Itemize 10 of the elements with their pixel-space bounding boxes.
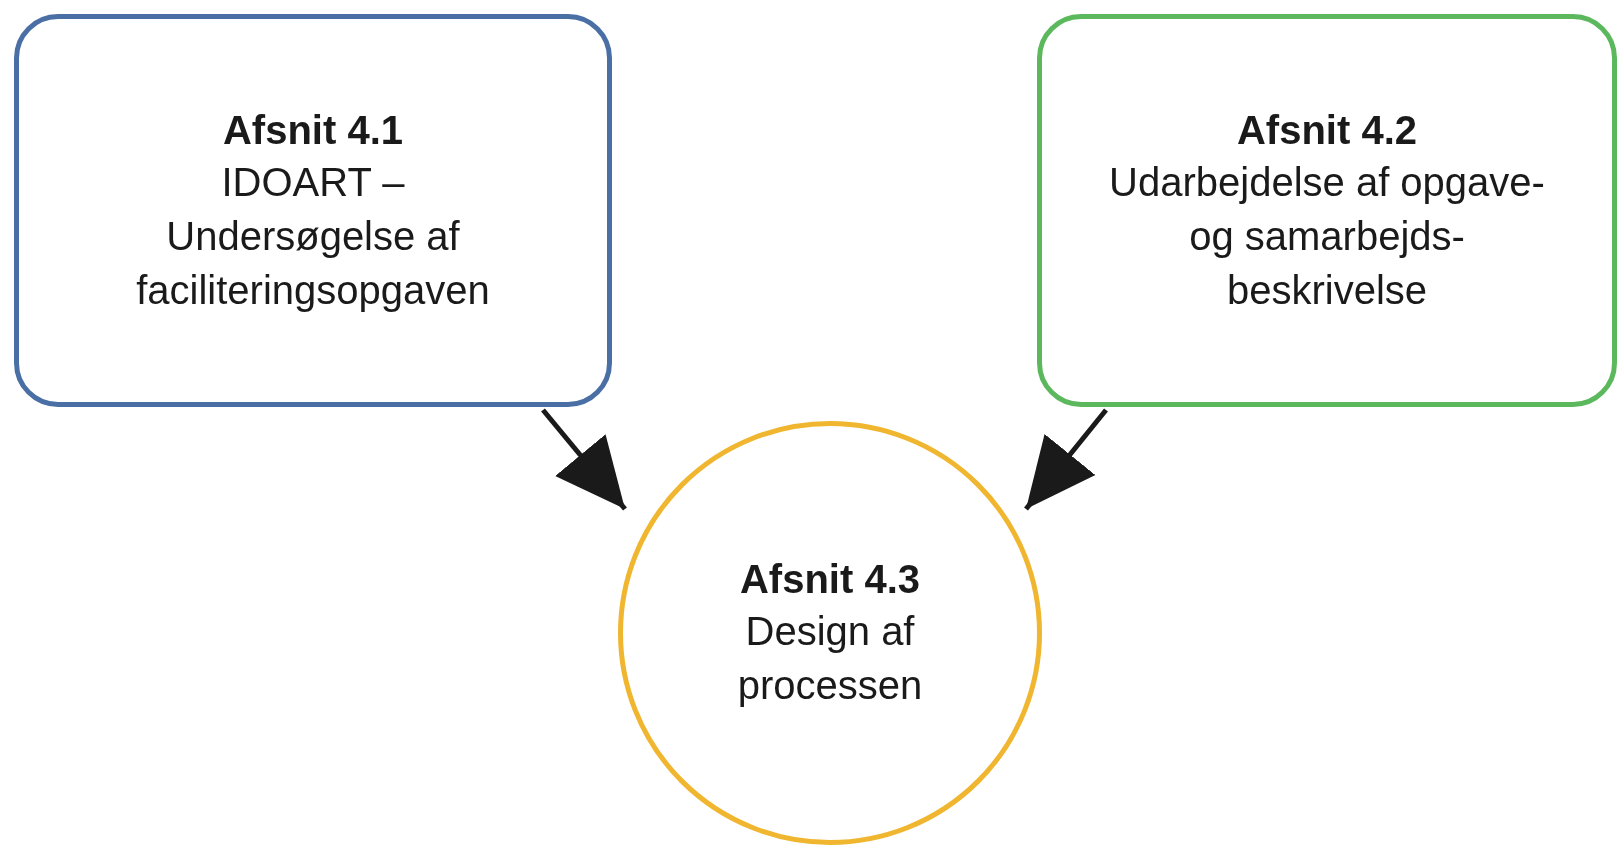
- process-box: [14, 14, 612, 407]
- arrow: [1024, 408, 1108, 511]
- section-description: IDOART – Undersøgelse af faciliteringsopgaven: [135, 158, 491, 314]
- section-description: Design af processen: [736, 608, 924, 709]
- section-description: Udarbejdelse af opgave- og samarbejds-beskrivelse: [1108, 158, 1546, 314]
- process-box: [1037, 14, 1617, 407]
- section-heading: Afsnit 4.1: [222, 106, 403, 154]
- section-heading: Afsnit 4.3: [739, 556, 920, 603]
- arrow: [541, 408, 627, 511]
- section-heading: Afsnit 4.2: [1236, 106, 1417, 154]
